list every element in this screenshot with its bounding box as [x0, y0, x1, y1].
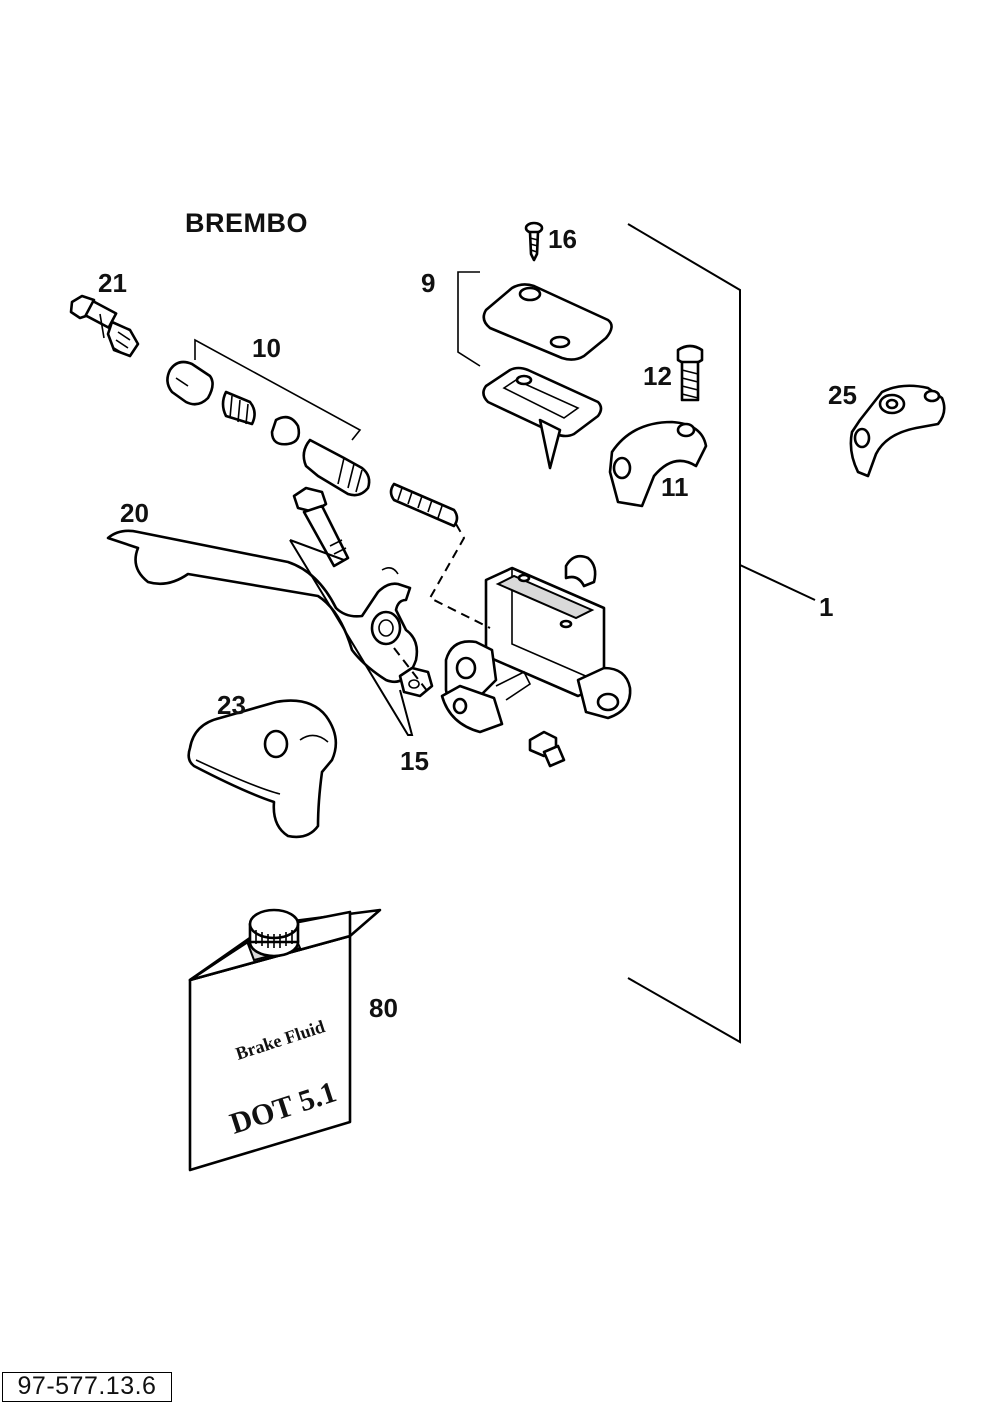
part-20-lever	[106, 529, 419, 684]
return-spring	[389, 482, 459, 528]
callout-20: 20	[120, 498, 149, 528]
part-25-clamp	[849, 384, 946, 478]
leader-15	[289, 539, 414, 736]
assembly-bracket	[627, 223, 816, 1044]
lever-nut	[398, 666, 434, 698]
part-80-brake-fluid-container: Brake Fluid DOT 5.1	[188, 908, 382, 1172]
callout-9: 9	[421, 268, 435, 298]
part-16-screw	[524, 221, 544, 262]
diagram-title: BREMBO	[185, 208, 308, 238]
part-9-reservoir-cover	[457, 271, 613, 470]
pivot-bolt	[292, 486, 350, 568]
assembly-path-lever	[393, 647, 429, 693]
callout-15: 15	[400, 746, 429, 776]
callout-80: 80	[369, 993, 398, 1023]
callout-25: 25	[828, 380, 857, 410]
part-12-bolt	[676, 344, 704, 402]
callout-21: 21	[98, 268, 127, 298]
drawing-number: 97-577.13.6	[2, 1372, 172, 1402]
part-23-lever-cover	[187, 699, 338, 839]
part-11-clamp	[608, 420, 708, 508]
master-cylinder-body	[440, 554, 632, 734]
callout-23: 23	[217, 690, 246, 720]
part-10-piston-kit	[166, 338, 371, 497]
callout-11: 11	[661, 472, 689, 502]
switch-screw	[528, 730, 566, 768]
callout-12: 12	[643, 361, 672, 391]
callout-1: 1	[819, 592, 833, 622]
callout-10: 10	[252, 333, 281, 363]
assembly-path-spring	[428, 523, 491, 629]
callout-16: 16	[548, 224, 577, 254]
part-21-bleed-screw	[69, 294, 140, 358]
